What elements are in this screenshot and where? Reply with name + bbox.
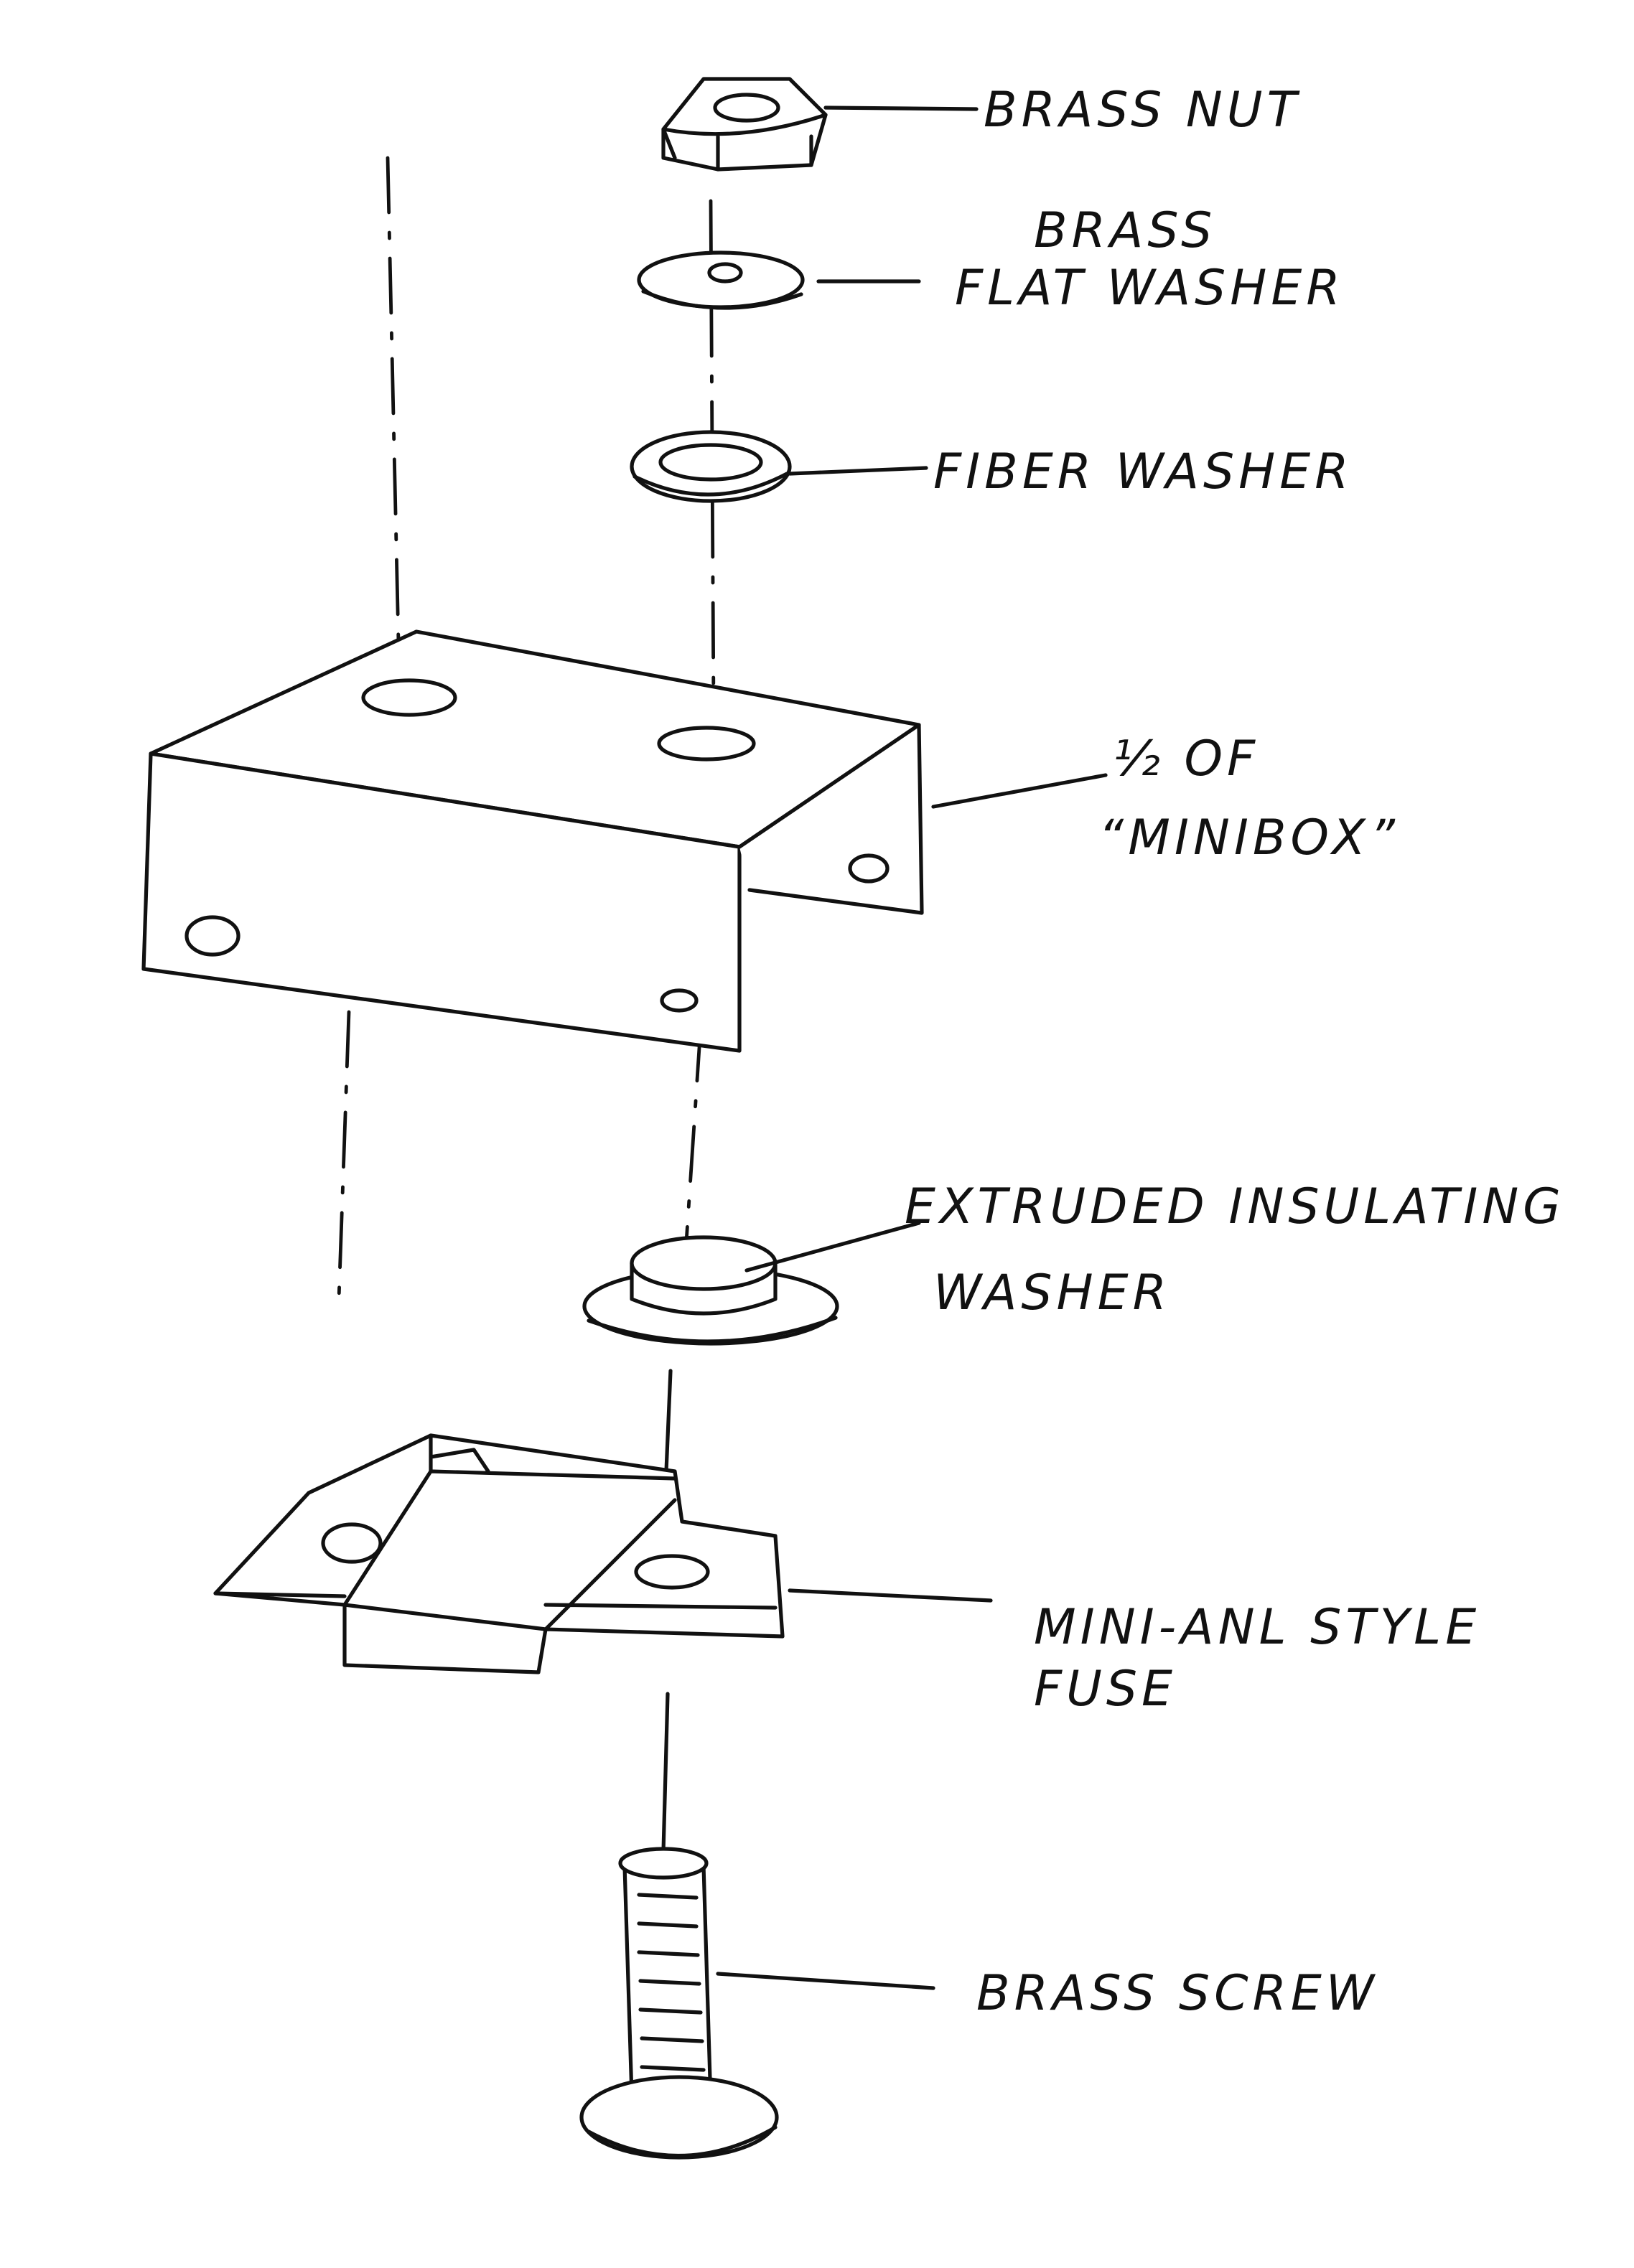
fiber-washer: FIBER WASHER bbox=[630, 430, 1353, 503]
label-brass-screw: BRASS SCREW bbox=[976, 1965, 1378, 2022]
label-fuse-2: FUSE bbox=[1034, 1661, 1177, 1718]
label-minibox-1: ½ OF bbox=[1113, 731, 1259, 787]
mini-anl-fuse: MINI-ANL STYLE FUSE bbox=[213, 1433, 1480, 1718]
label-insulating-1: EXTRUDED INSULATING bbox=[905, 1178, 1565, 1235]
label-fiber-washer: FIBER WASHER bbox=[933, 444, 1353, 500]
extruded-insulating-washer: EXTRUDED INSULATING WASHER bbox=[582, 1178, 1565, 1346]
brass-flat-washer: BRASS FLAT WASHER bbox=[637, 202, 1345, 317]
brass-screw: BRASS SCREW bbox=[579, 1847, 1378, 2160]
label-insulating-2: WASHER bbox=[933, 1265, 1171, 1321]
label-fuse-1: MINI-ANL STYLE bbox=[1034, 1599, 1480, 1656]
minibox-half: ½ OF “MINIBOX” bbox=[141, 629, 1399, 1053]
label-flat-washer-1: BRASS bbox=[1034, 202, 1216, 259]
label-minibox-2: “MINIBOX” bbox=[1098, 810, 1399, 866]
brass-nut: BRASS NUT bbox=[661, 77, 1301, 172]
label-brass-nut: BRASS NUT bbox=[984, 82, 1301, 139]
label-flat-washer-2: FLAT WASHER bbox=[955, 260, 1345, 317]
